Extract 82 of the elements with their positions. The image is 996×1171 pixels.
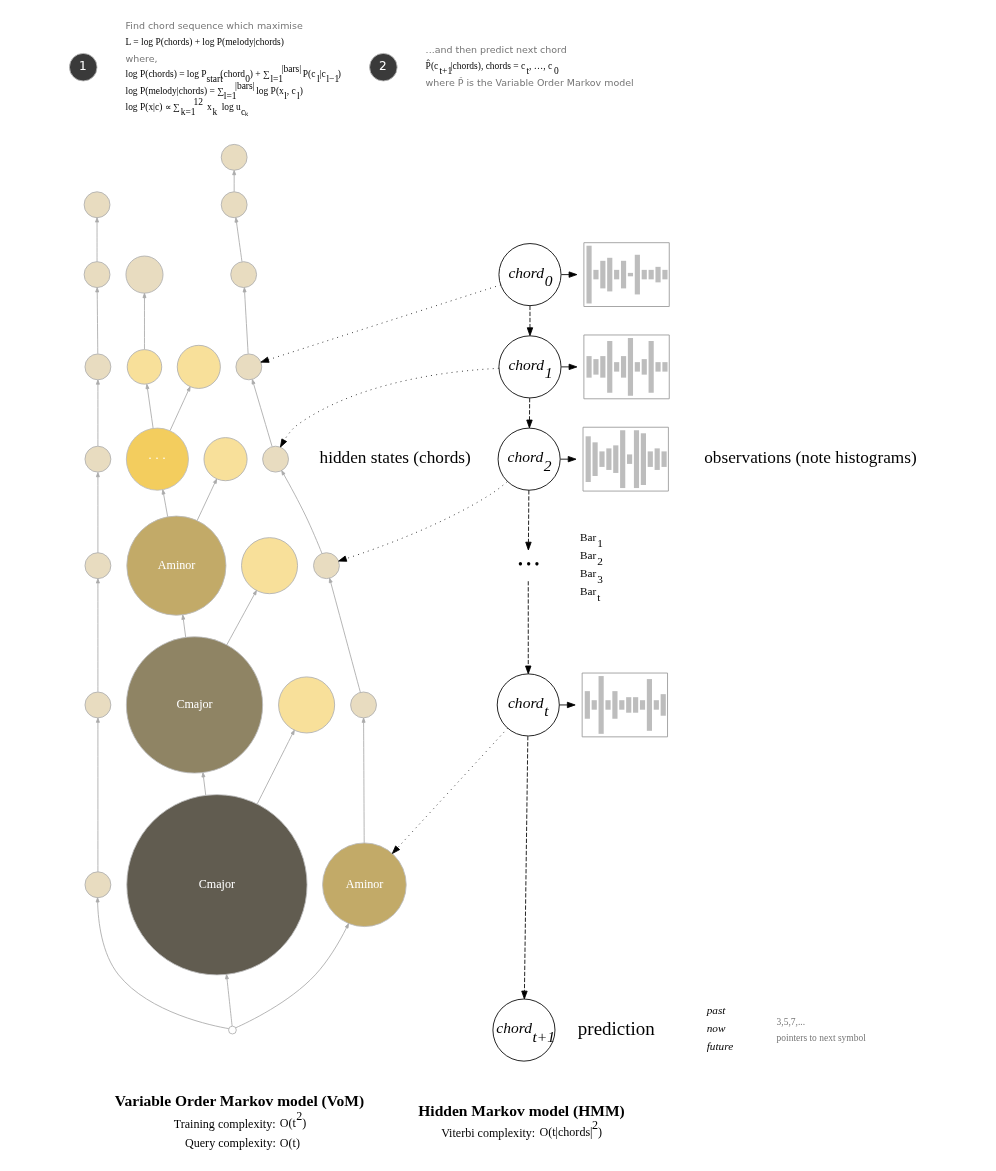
arrow (95, 717, 100, 873)
arrow (234, 923, 349, 1029)
arrow (256, 729, 295, 805)
node-circle (227, 1025, 237, 1035)
arrow (142, 292, 146, 350)
label: now (706, 1022, 725, 1035)
node-circle: Aminor (125, 515, 226, 616)
arrow (242, 287, 249, 355)
node-circle (220, 191, 248, 219)
label: pointers to next symbol (776, 1033, 866, 1044)
arrow (95, 472, 100, 554)
arrow (196, 478, 217, 521)
arrow (328, 577, 361, 693)
arrow (95, 578, 100, 693)
label: L = log P(chords) + log P(melody|chords) (125, 37, 284, 48)
label: Viterbi complexity: (440, 1126, 535, 1141)
label: where P̂ is the Variable Order Markov model (425, 76, 634, 88)
node-circle (349, 691, 377, 719)
label: Find chord sequence which maximise (125, 20, 303, 32)
node-circle (176, 344, 221, 389)
arrow (224, 974, 233, 1027)
arrow (524, 580, 531, 675)
label: hidden states (chords) (319, 448, 471, 468)
node-circle (126, 349, 162, 385)
arrow (279, 367, 499, 448)
node-circle (84, 552, 111, 580)
arrow (526, 305, 533, 336)
arrow (169, 386, 191, 432)
label: ...and then predict next chord (425, 44, 567, 56)
node-circle (312, 552, 340, 580)
label: O(t) (279, 1135, 300, 1150)
node-label: prediction (577, 1017, 655, 1039)
node-circle: 1 (68, 52, 97, 82)
node-circle: Cmajor (125, 636, 263, 774)
arrow (145, 383, 154, 429)
label: Variable Order Markov model (VoM) (114, 1092, 364, 1110)
label: where, (125, 52, 158, 64)
node-circle (84, 691, 111, 719)
arrow (361, 717, 366, 844)
arrow (201, 772, 206, 796)
arrow (225, 590, 257, 646)
arrow (280, 470, 322, 554)
arrow (525, 397, 533, 429)
arrow (94, 217, 99, 263)
node-circle (229, 261, 257, 288)
node-circle (261, 445, 289, 473)
arrow (337, 481, 508, 562)
node-text: • • • (517, 556, 539, 572)
label: Hidden Markov model (HMM) (417, 1101, 625, 1119)
arrow (161, 489, 168, 517)
node-circle (84, 353, 111, 381)
label: future (706, 1040, 733, 1053)
arrow (560, 271, 577, 278)
label: Training complexity: (173, 1116, 276, 1131)
node-circle (84, 445, 111, 473)
label: 3,5,7,... (776, 1016, 805, 1027)
label: past (706, 1004, 725, 1017)
node-circle (84, 871, 111, 899)
label: observations (note histograms) (703, 448, 917, 468)
arrow (95, 379, 100, 447)
arrow (234, 217, 242, 263)
arrow (559, 456, 576, 463)
arrow (560, 363, 577, 370)
node-circle (83, 261, 110, 288)
node-circle (220, 143, 248, 171)
arrow (520, 735, 528, 1000)
node-circle (125, 255, 163, 294)
arrow (260, 284, 501, 363)
node-circle: Cmajor (125, 794, 307, 976)
node-circle (83, 191, 110, 219)
label: Query complexity: (184, 1135, 276, 1150)
arrow (94, 287, 99, 355)
node-circle (234, 353, 262, 381)
node-circle: · · · (125, 427, 189, 491)
arrow (391, 727, 508, 854)
arrow (251, 379, 272, 447)
node-circle: 2 (368, 52, 398, 82)
arrow (180, 614, 186, 638)
arrow (95, 897, 229, 1030)
arrow (524, 489, 532, 551)
arrow (558, 701, 576, 709)
arrow (231, 170, 236, 193)
